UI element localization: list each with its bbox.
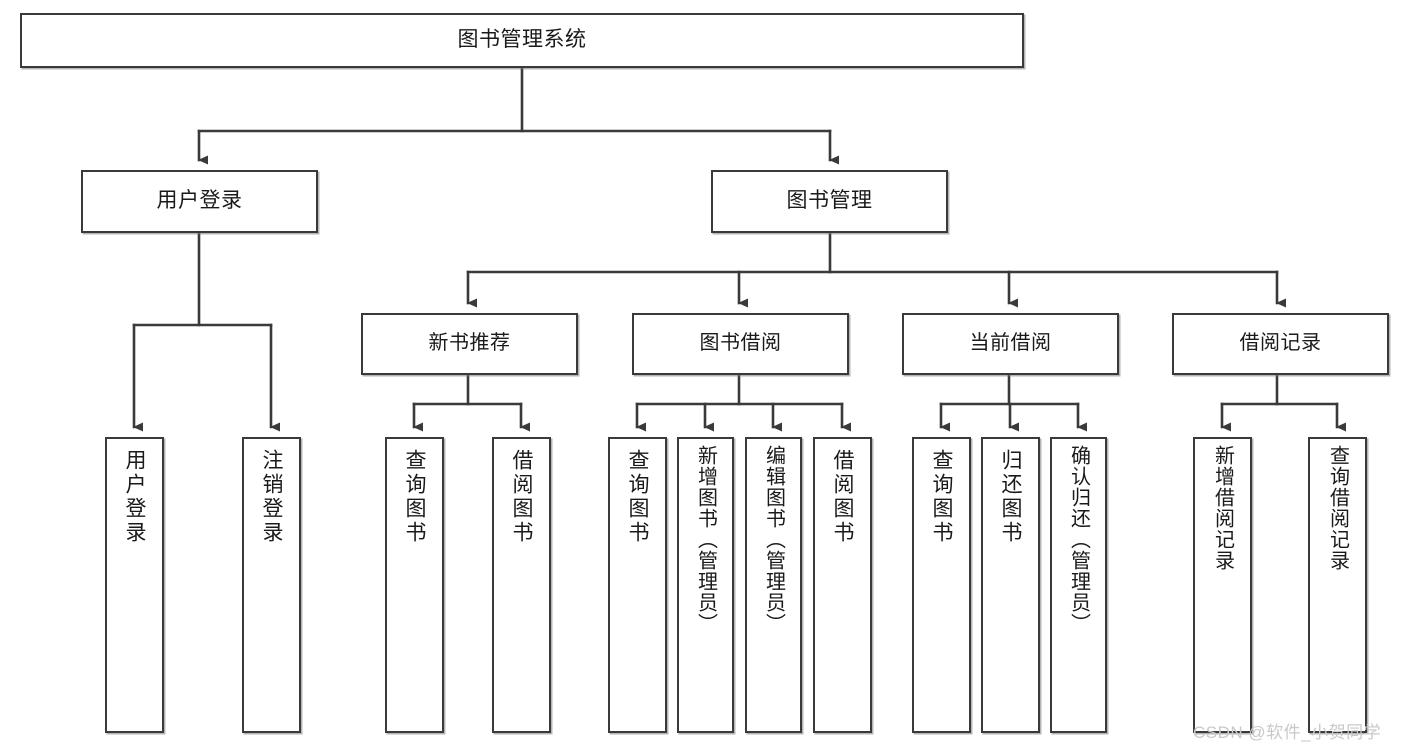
node-label: 确认归还（管理员） [1067,445,1090,634]
node-label: 新增借阅记录 [1211,445,1234,571]
csdn-watermark: CSDN @软件_小贺同学 [1193,723,1382,742]
node-label: 新增图书（管理员） [694,445,717,634]
node-leaf-user-login[interactable]: 用户登录 [105,437,164,733]
node-new-book-recommend[interactable]: 新书推荐 [361,313,578,375]
node-leaf-logout[interactable]: 注销登录 [242,437,301,733]
node-borrow-record[interactable]: 借阅记录 [1172,313,1389,375]
node-label: 图书管理 [786,189,873,213]
node-label: 借阅图书 [831,449,854,545]
node-label: 归还图书 [999,449,1022,545]
node-label: 借阅图书 [510,449,533,545]
node-label: 编辑图书（管理员） [762,445,785,634]
node-label: 借阅记录 [1239,332,1322,355]
node-leaf-add-borrow-record[interactable]: 新增借阅记录 [1193,437,1252,733]
node-label: 查询图书 [403,449,426,545]
node-user-login[interactable]: 用户登录 [81,170,318,233]
node-label: 新书推荐 [428,332,511,355]
node-book-management[interactable]: 图书管理 [711,170,948,233]
node-label: 查询图书 [626,449,649,545]
node-leaf-query-book-borrow[interactable]: 查询图书 [608,437,667,733]
node-leaf-query-borrow-record[interactable]: 查询借阅记录 [1308,437,1367,733]
node-leaf-confirm-return-admin[interactable]: 确认归还（管理员） [1050,437,1107,733]
node-label: 查询借阅记录 [1326,445,1349,571]
node-leaf-query-book-recommend[interactable]: 查询图书 [385,437,444,733]
node-label: 用户登录 [156,189,243,213]
node-leaf-query-book-current[interactable]: 查询图书 [912,437,971,733]
node-label: 当前借阅 [969,332,1052,355]
node-label: 查询图书 [930,449,953,545]
node-leaf-return-book[interactable]: 归还图书 [981,437,1040,733]
node-leaf-borrow-book[interactable]: 借阅图书 [813,437,872,733]
node-label: 图书借阅 [699,332,782,355]
node-leaf-borrow-book-recommend[interactable]: 借阅图书 [492,437,551,733]
node-book-borrow[interactable]: 图书借阅 [632,313,849,375]
node-label: 用户登录 [123,449,146,545]
node-label: 图书管理系统 [457,28,587,52]
node-leaf-edit-book-admin[interactable]: 编辑图书（管理员） [745,437,802,733]
node-leaf-add-book-admin[interactable]: 新增图书（管理员） [677,437,734,733]
node-label: 注销登录 [260,449,283,545]
node-root-book-management-system[interactable]: 图书管理系统 [20,13,1024,68]
node-current-borrow[interactable]: 当前借阅 [902,313,1119,375]
